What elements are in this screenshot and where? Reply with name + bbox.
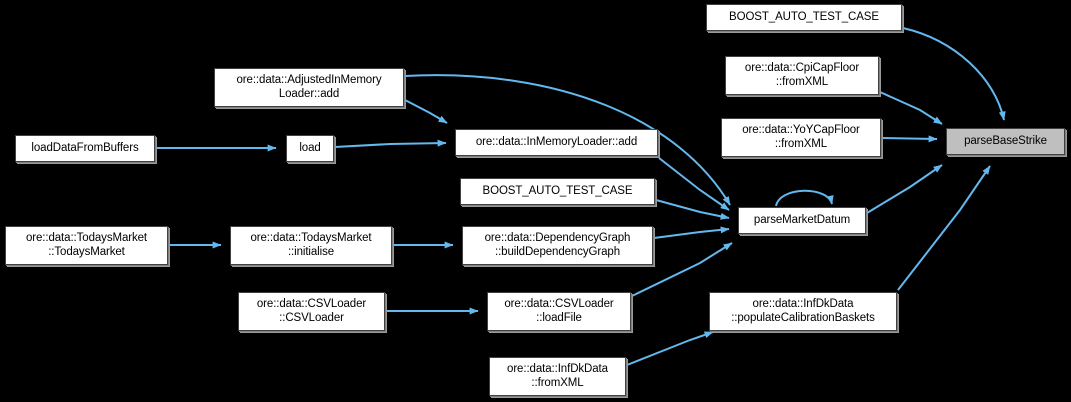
graph-node-todaysMarketInitialise[interactable]: ore::data::TodaysMarket ::initialise bbox=[230, 226, 392, 265]
edge-cpiCapFloorFromXML-parseBaseStrike bbox=[879, 91, 943, 125]
graph-node-parseMarketDatum[interactable]: parseMarketDatum bbox=[738, 207, 866, 234]
graph-node-csvLoaderLoadFile[interactable]: ore::data::CSVLoader ::loadFile bbox=[487, 292, 631, 331]
graph-node-buildDependencyGraph[interactable]: ore::data::DependencyGraph ::buildDepend… bbox=[462, 226, 653, 265]
graph-node-csvLoaderCtor[interactable]: ore::data::CSVLoader ::CSVLoader bbox=[238, 292, 385, 331]
graph-node-boostTestMid[interactable]: BOOST_AUTO_TEST_CASE bbox=[460, 178, 655, 205]
edge-inMemoryLoaderAdd-parseMarketDatum bbox=[658, 157, 730, 211]
edge-csvLoaderLoadFile-parseMarketDatum bbox=[631, 242, 733, 297]
edge-boostTestTop-parseBaseStrike bbox=[902, 27, 1006, 121]
graph-node-load[interactable]: load bbox=[286, 135, 334, 162]
edge-parseMarketDatum-self bbox=[775, 189, 834, 207]
graph-node-loadDataFromBuffers[interactable]: loadDataFromBuffers bbox=[15, 135, 155, 162]
graph-node-boostTestTop[interactable]: BOOST_AUTO_TEST_CASE bbox=[706, 4, 902, 31]
edge-adjustedLoaderAdd-parseMarketDatum bbox=[404, 74, 731, 206]
edge-buildDependencyGraph-parseMarketDatum bbox=[653, 226, 730, 239]
graph-node-populateCalibrationBaskets[interactable]: ore::data::InfDkData ::populateCalibrati… bbox=[709, 292, 897, 331]
edge-adjustedLoaderAdd-inMemoryLoaderAdd bbox=[404, 99, 448, 124]
graph-node-yoyCapFloorFromXML[interactable]: ore::data::YoYCapFloor ::fromXML bbox=[721, 118, 881, 157]
edge-load-inMemoryLoaderAdd bbox=[334, 139, 447, 148]
edge-populateCalibrationBaskets-parseBaseStrike bbox=[897, 165, 991, 291]
edge-parseMarketDatum-parseBaseStrike bbox=[866, 164, 943, 214]
graph-node-parseBaseStrike[interactable]: parseBaseStrike bbox=[946, 128, 1065, 155]
graph-node-inMemoryLoaderAdd[interactable]: ore::data::InMemoryLoader::add bbox=[455, 129, 658, 156]
edge-yoyCapFloorFromXML-parseBaseStrike bbox=[881, 135, 938, 143]
graph-node-infDkDataFromXML[interactable]: ore::data::InfDkData ::fromXML bbox=[489, 357, 626, 396]
graph-node-todaysMarketCtor[interactable]: ore::data::TodaysMarket ::TodaysMarket bbox=[5, 226, 168, 265]
edge-boostTestMid-parseMarketDatum bbox=[655, 199, 730, 220]
graph-node-adjustedLoaderAdd[interactable]: ore::data::AdjustedInMemory Loader::add bbox=[214, 68, 404, 107]
graph-node-cpiCapFloorFromXML[interactable]: ore::data::CpiCapFloor ::fromXML bbox=[725, 56, 879, 95]
edge-infDkDataFromXML-populateCalibrationBaskets bbox=[626, 331, 714, 366]
